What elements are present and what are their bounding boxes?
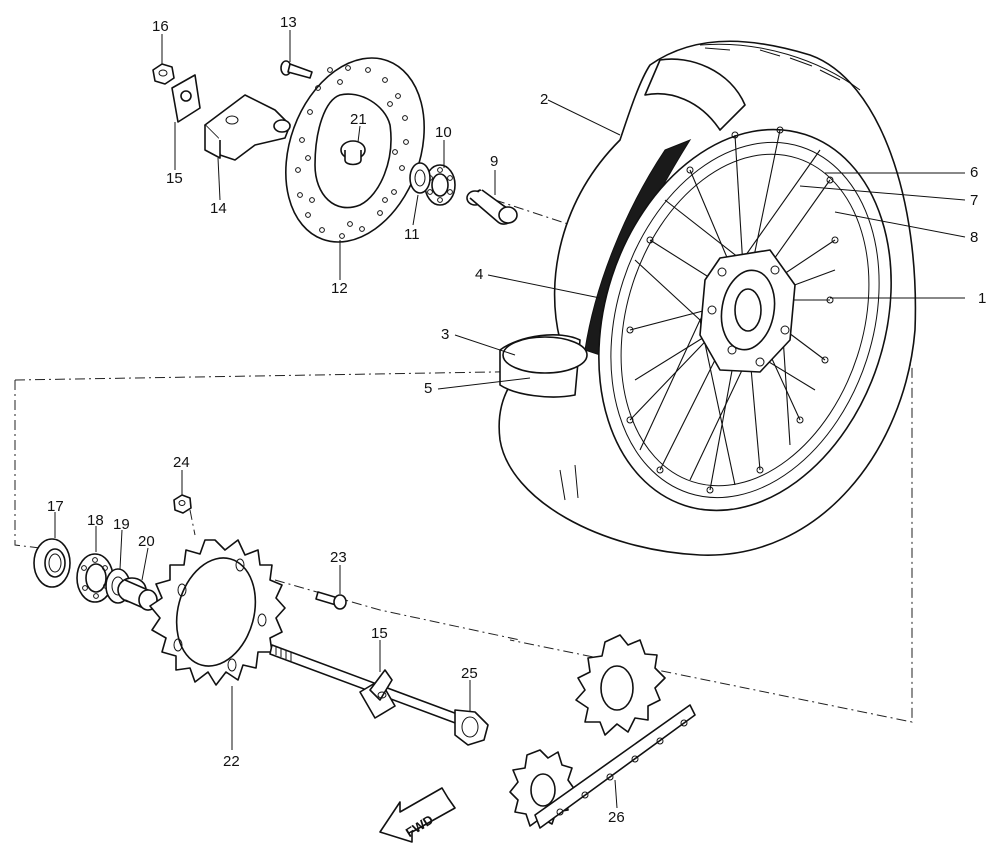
bearing-17 [33,538,71,588]
callout-8: 8 [970,229,978,246]
callout-21: 21 [350,111,367,128]
callout-16: 16 [152,18,169,35]
callout-6: 6 [970,164,978,181]
callout-1: 1 [978,290,986,307]
callout-11: 11 [404,226,420,243]
callout-4: 4 [475,266,483,283]
callout-15-bottom: 15 [371,625,388,642]
disc-holes [295,65,409,239]
spacer-9 [466,189,518,225]
spoke-nipples [626,126,839,494]
wheel-hub [699,249,796,373]
nut-16 [152,63,175,85]
callout-7: 7 [970,192,978,209]
callout-3: 3 [441,326,449,343]
callout-13: 13 [280,14,297,31]
callout-9: 9 [490,153,498,170]
callout-24: 24 [173,454,190,471]
stopper-plate [171,74,201,123]
callout-17: 17 [47,498,64,515]
bearing-18 [76,553,114,603]
forward-direction-arrow: FWD [379,787,456,843]
callout-12: 12 [331,280,348,297]
axle-stopper [359,669,396,719]
callout-14: 14 [210,200,227,217]
callout-15-top: 15 [166,170,183,187]
bolt-13 [280,60,313,79]
rear-wheel-assembly [498,40,917,556]
sprocket-bolt-holes [173,558,267,672]
leader-lines [54,30,966,809]
callout-5: 5 [424,380,432,397]
callout-22: 22 [223,753,240,770]
callout-18: 18 [87,512,104,529]
bearing-10 [424,164,456,206]
nut-24 [173,494,192,514]
rear-sprocket [149,539,286,686]
callout-25: 25 [461,665,478,682]
bolt-23 [315,591,347,610]
seal-11 [409,162,431,194]
callout-20: 20 [138,533,155,550]
callout-23: 23 [330,549,347,566]
brake-disc [285,57,425,243]
chain-and-sprockets [509,634,696,829]
callout-26: 26 [608,809,625,826]
caliper-bracket [204,94,291,161]
axle [269,644,489,746]
callout-19: 19 [113,516,130,533]
callout-10: 10 [435,124,452,141]
callout-labels: 1 2 3 4 5 6 7 8 9 10 11 12 13 14 15 15 1… [47,14,986,826]
callout-2: 2 [540,91,548,108]
